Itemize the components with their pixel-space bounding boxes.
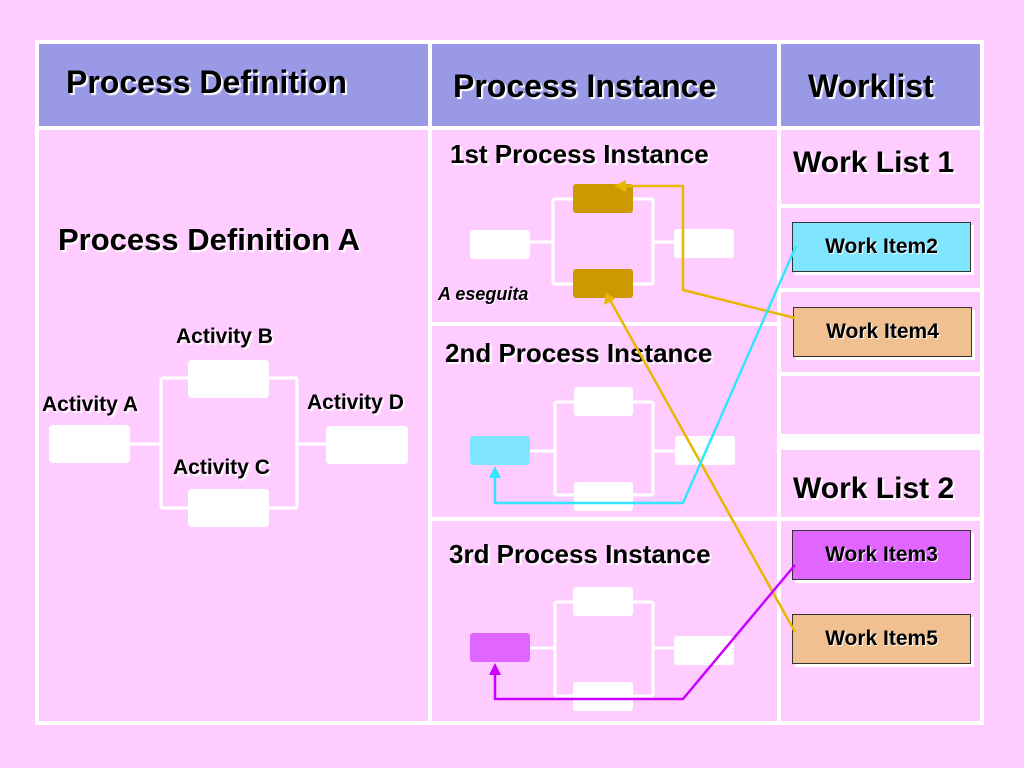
second-instance-title: 2nd Process Instance: [445, 338, 713, 368]
link-work-item5-to-instance1: [608, 299, 797, 633]
instance-1-activity-b: [573, 184, 633, 213]
work-list-1-title: Work List 1: [793, 146, 955, 179]
instance-3-connectors: [530, 600, 674, 698]
instance-3-activity-b: [573, 587, 633, 616]
header-process-definition-cell: [39, 44, 428, 126]
work-item-4[interactable]: Work Item4: [793, 307, 972, 357]
first-instance-title: 1st Process Instance: [450, 139, 709, 169]
work-item-5[interactable]: Work Item5: [792, 614, 971, 664]
activity-b-label: Activity B: [176, 325, 273, 348]
instance-1-connectors: [530, 197, 674, 286]
activity-a-box: [49, 425, 130, 463]
link-work-item4-arrowhead: [614, 180, 626, 192]
instance-2-activity-c: [574, 482, 633, 511]
instance-2-activity-b: [574, 387, 633, 416]
instance-1-activity-c: [573, 269, 633, 298]
activity-c-label: Activity C: [173, 456, 270, 479]
worklist-cell-1: [781, 130, 980, 204]
work-item-3[interactable]: Work Item3: [792, 530, 971, 580]
header-process-definition: Process Definition: [66, 64, 347, 100]
link-work-item5-arrowhead: [604, 292, 615, 305]
activity-d-box: [326, 426, 408, 464]
instance-3-activity-a: [470, 633, 530, 662]
instance-2-activity-a: [470, 436, 530, 465]
link-work-item2-to-instance2: [493, 245, 798, 505]
activity-d-label: Activity D: [307, 391, 404, 414]
link-work-item4-to-instance1: [623, 184, 796, 320]
instance-1-activity-d: [674, 229, 734, 258]
activity-a-label: Activity A: [42, 393, 139, 416]
definition-connectors: [130, 376, 326, 510]
instance-2-connectors: [530, 400, 675, 497]
worklist-cell-5: [781, 450, 980, 517]
link-work-item2-arrowhead: [489, 466, 501, 478]
worklist-cell-4: [781, 376, 980, 434]
header-process-instance-cell: [432, 44, 777, 126]
executed-note: A eseguita: [438, 284, 529, 304]
work-item-2[interactable]: Work Item2: [792, 222, 971, 272]
activity-b-box: [188, 360, 269, 398]
activity-c-box: [188, 489, 269, 527]
header-worklist-cell: [781, 44, 980, 126]
header-process-instance: Process Instance: [453, 68, 717, 104]
header-worklist: Worklist: [808, 68, 934, 104]
instance-1-activity-a: [470, 230, 530, 259]
link-work-item3-to-instance3: [493, 564, 796, 701]
process-definition-a-title: Process Definition A: [58, 222, 361, 257]
link-work-item3-arrowhead: [489, 663, 501, 675]
instance-3-activity-c: [573, 682, 633, 711]
third-instance-title: 3rd Process Instance: [449, 539, 711, 569]
work-list-2-title: Work List 2: [793, 472, 955, 505]
